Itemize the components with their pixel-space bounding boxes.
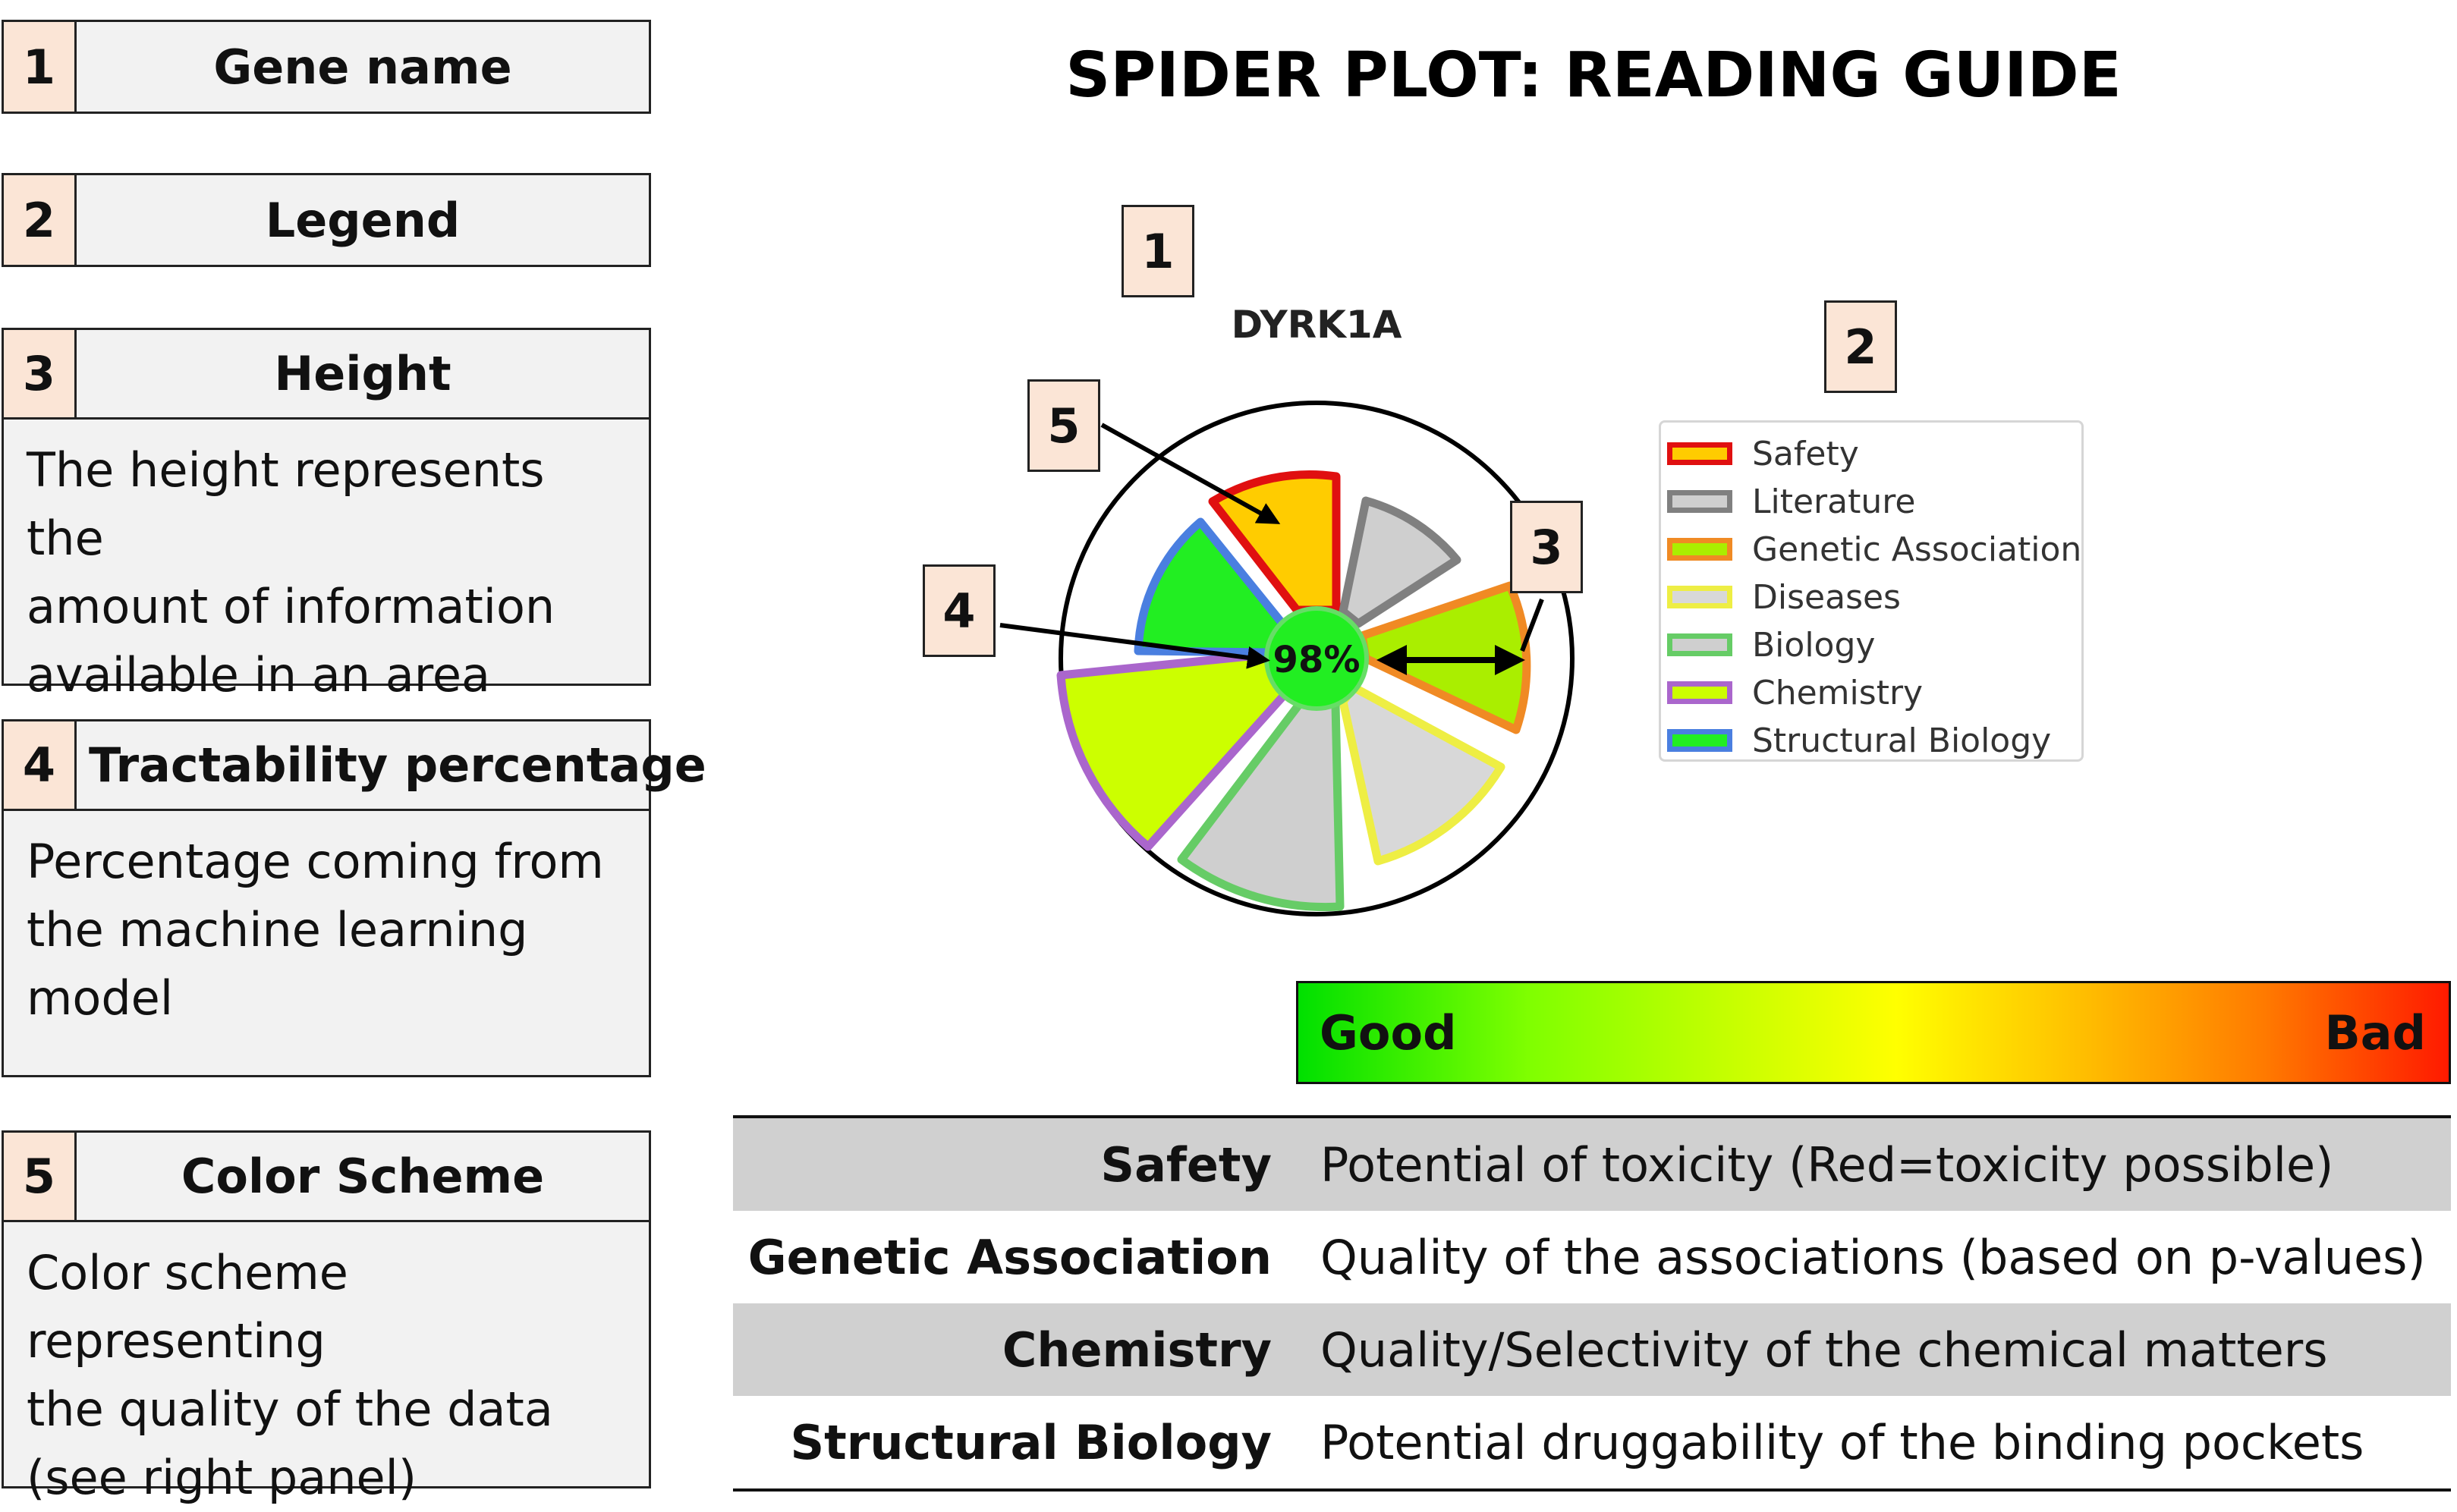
table-row-value: Potential of toxicity (Red=toxicity poss… xyxy=(1320,1136,2334,1193)
legend-swatch xyxy=(1667,490,1732,513)
card-number: 5 xyxy=(4,1133,77,1220)
gene-name: DYRK1A xyxy=(1232,303,1402,347)
card-height: 3 Height The height represents the amoun… xyxy=(2,328,651,703)
card-title: Legend xyxy=(265,192,461,248)
legend-item-literature: Literature xyxy=(1661,478,1915,525)
legend-swatch xyxy=(1667,538,1732,561)
legend-swatch xyxy=(1667,633,1732,656)
card-legend: 2 Legend xyxy=(2,173,651,267)
scale-bad-label: Bad xyxy=(2324,1004,2426,1061)
category-table: Safety Potential of toxicity (Red=toxici… xyxy=(733,1115,2451,1492)
table-row-key: Genetic Association xyxy=(747,1229,1272,1285)
card-line: Color scheme representing xyxy=(27,1245,348,1369)
card-gene-name: 1 Gene name xyxy=(2,20,651,114)
callout-1: 1 xyxy=(1122,205,1194,297)
legend-item-safety: Safety xyxy=(1661,430,1859,477)
scale-good-label: Good xyxy=(1320,1004,1457,1061)
card-header: 1 Gene name xyxy=(4,22,649,112)
plot-legend: Safety Literature Genetic Association Di… xyxy=(1659,420,2084,762)
legend-label: Safety xyxy=(1752,434,1859,473)
callout-5: 5 xyxy=(1027,379,1100,472)
card-number: 4 xyxy=(4,721,77,809)
card-title: Color Scheme xyxy=(181,1149,545,1204)
tractability-percentage: 98% xyxy=(1273,639,1361,681)
table-row: Genetic Association Quality of the assoc… xyxy=(733,1211,2451,1303)
card-description: Percentage coming from the machine learn… xyxy=(4,811,649,1033)
card-number: 1 xyxy=(4,22,77,112)
card-title: Tractability percentage xyxy=(89,737,706,793)
card-number: 2 xyxy=(4,175,77,265)
legend-item-structural-biology: Structural Biology xyxy=(1661,717,2051,764)
wedge-structural-biology xyxy=(1134,517,1287,657)
page-title: SPIDER PLOT: READING GUIDE xyxy=(1065,39,2122,112)
table-row-key: Safety xyxy=(1100,1136,1272,1193)
legend-label: Structural Biology xyxy=(1752,721,2052,760)
card-color-scheme: 5 Color Scheme Color scheme representing… xyxy=(2,1130,651,1505)
card-header: 4 Tractability percentage xyxy=(4,721,706,811)
card-line: available in an area xyxy=(27,647,491,703)
table-row-value: Quality of the associations (based on p-… xyxy=(1320,1229,2426,1285)
legend-swatch xyxy=(1667,442,1732,465)
table-row: Safety Potential of toxicity (Red=toxici… xyxy=(733,1118,2451,1211)
legend-swatch xyxy=(1667,586,1732,608)
card-header: 3 Height xyxy=(4,330,649,420)
table-row-key: Chemistry xyxy=(1002,1322,1272,1378)
legend-item-genetic-association: Genetic Association xyxy=(1661,526,2081,573)
wedge-literature xyxy=(1339,496,1461,628)
legend-item-biology: Biology xyxy=(1661,621,1875,668)
card-description: The height represents the amount of info… xyxy=(4,420,649,709)
card-line: The height represents the xyxy=(27,442,545,566)
card-header: 2 Legend xyxy=(4,175,649,265)
legend-label: Biology xyxy=(1752,625,1876,665)
callout-4: 4 xyxy=(923,564,996,657)
wedge-safety xyxy=(1208,470,1341,615)
quality-scale-bar: Good Bad xyxy=(1296,981,2451,1084)
wedge-chemistry xyxy=(1056,649,1298,851)
card-tractability: 4 Tractability percentage Percentage com… xyxy=(2,719,706,1077)
card-line: the quality of the data xyxy=(27,1382,553,1437)
arrow-height-pointer xyxy=(1520,598,1544,652)
card-line: model xyxy=(27,970,174,1026)
spider-plot: DYRK1A 98% xyxy=(999,303,1575,916)
legend-item-diseases: Diseases xyxy=(1661,574,1901,621)
table-row: Chemistry Quality/Selectivity of the che… xyxy=(733,1303,2451,1396)
legend-label: Literature xyxy=(1752,482,1916,521)
legend-label: Chemistry xyxy=(1752,673,1924,712)
legend-swatch xyxy=(1667,681,1732,704)
wedge-diseases xyxy=(1339,683,1505,866)
legend-label: Diseases xyxy=(1752,577,1901,617)
arrow-color-scheme xyxy=(1100,423,1281,524)
card-header: 5 Color Scheme xyxy=(4,1133,649,1222)
card-number: 3 xyxy=(4,330,77,417)
wedge-biology xyxy=(1177,698,1345,912)
callout-2: 2 xyxy=(1824,300,1897,393)
card-title: Gene name xyxy=(213,39,512,95)
card-line: amount of information xyxy=(27,579,555,634)
table-row-value: Quality/Selectivity of the chemical matt… xyxy=(1320,1322,2328,1378)
table-row-value: Potential druggability of the binding po… xyxy=(1320,1414,2364,1470)
card-description: Color scheme representing the quality of… xyxy=(4,1222,649,1512)
table-row-key: Structural Biology xyxy=(790,1414,1272,1470)
card-line: Percentage coming from xyxy=(27,834,604,889)
callout-3: 3 xyxy=(1510,501,1583,593)
legend-label: Genetic Association xyxy=(1752,530,2082,569)
card-title: Height xyxy=(274,346,451,401)
table-row: Structural Biology Potential druggabilit… xyxy=(733,1396,2451,1488)
legend-item-chemistry: Chemistry xyxy=(1661,669,1923,716)
card-line: the machine learning xyxy=(27,902,528,957)
legend-swatch xyxy=(1667,729,1732,752)
arrow-tractability xyxy=(999,623,1270,669)
card-line: (see right panel) xyxy=(27,1450,417,1505)
